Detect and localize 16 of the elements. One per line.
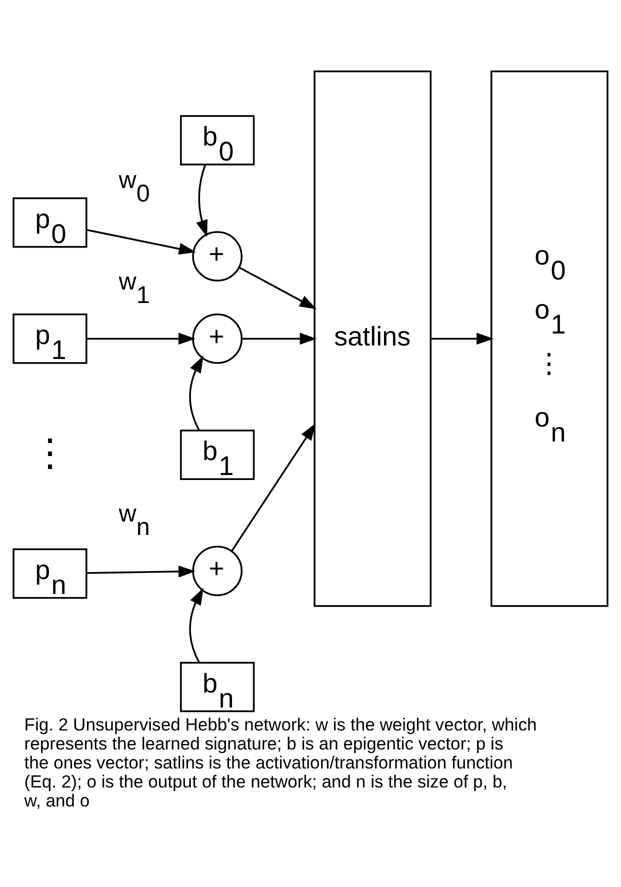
arrow <box>86 332 196 344</box>
arrow <box>196 164 208 237</box>
arrow <box>230 422 316 552</box>
caption: Fig. 2 Unsupervised Hebb's network: w is the weight vector, which represents the learned signature; b is an epigentic vector; p is the ones vector; satlins is the activation/transformation function (Eq. 2); o is the output of the network; and n is the size of p, b, w, and o <box>24 714 537 810</box>
arrow <box>189 587 204 662</box>
arrow <box>86 228 196 254</box>
arrow <box>242 332 317 344</box>
node-circle: + <box>192 313 243 364</box>
arrow <box>86 565 196 577</box>
node-box: satlins <box>314 70 432 606</box>
node-circle: + <box>192 230 243 282</box>
arrow <box>238 266 317 309</box>
arrow <box>430 332 494 344</box>
label: ⋮ <box>31 432 70 474</box>
arrow <box>189 355 204 430</box>
node-circle: + <box>192 545 243 596</box>
